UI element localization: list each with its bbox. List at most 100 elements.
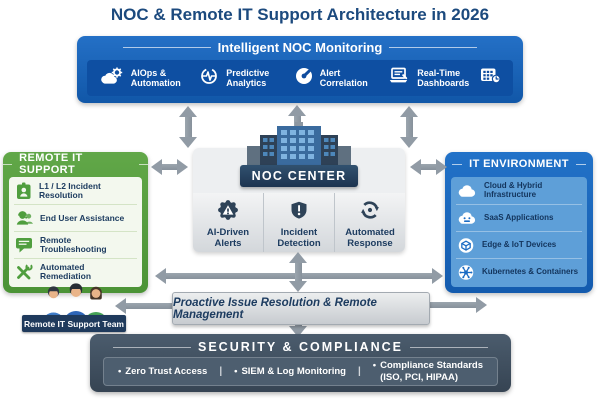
arrow-banner-to-team — [115, 298, 173, 314]
security-item-sublabel: (ISO, PCI, HIPAA) — [380, 371, 459, 383]
arrow-head-left — [151, 159, 162, 175]
bullet: • — [372, 359, 377, 371]
monitoring-item-label: Predictive Analytics — [226, 67, 270, 88]
sync-icon — [358, 200, 382, 225]
proactive-banner: Proactive Issue Resolution & Remote Mana… — [172, 292, 430, 325]
pulse-gauge-icon — [198, 67, 220, 90]
shield-alert-icon — [288, 200, 310, 225]
arrow-head-left — [155, 268, 166, 284]
it-environment-box: IT ENVIRONMENT Cloud & Hybrid Infrastruc… — [445, 152, 593, 293]
monitoring-item-label: AIOps & Automation — [130, 67, 181, 88]
arrow-shaft — [405, 117, 413, 137]
noc-monitoring-panel: AIOps & Automation Predictive Analytics … — [87, 60, 513, 96]
support-item-label: L1 / L2 Incident Resolution — [39, 180, 101, 200]
arrow-head-right — [476, 297, 487, 313]
noc-function-label: AI-Driven Alerts — [206, 227, 250, 249]
support-item-label: Automated Remediation — [40, 262, 92, 281]
support-item: L1 / L2 Incident Resolution — [14, 177, 137, 204]
remote-it-support-header: REMOTE IT SUPPORT — [3, 152, 149, 176]
noc-function: Automated Response — [334, 193, 405, 252]
noc-center-title: NOC CENTER — [251, 169, 347, 183]
arrow-head-up — [179, 106, 197, 117]
iot-cube-icon — [456, 236, 476, 255]
environment-item-label: Kubernetes & Containers — [482, 266, 579, 276]
header-line — [409, 346, 488, 348]
arrow-shaft — [162, 164, 177, 170]
environment-item: Cloud & Hybrid Infrastructure — [456, 177, 582, 204]
support-item: Remote Troubleshooting — [14, 231, 137, 258]
arrow-head-down — [289, 326, 307, 337]
security-item-label: Zero Trust Access — [125, 366, 208, 377]
security-item-label: SIEM & Log Monitoring — [241, 366, 346, 377]
header-line — [389, 47, 478, 48]
arrow-head-up — [289, 252, 307, 263]
security-header: SECURITY & COMPLIANCE — [90, 336, 511, 358]
arrow-support-to-center — [151, 159, 188, 175]
it-environment-title: IT ENVIRONMENT — [469, 158, 569, 170]
support-item: End User Assistance — [14, 204, 137, 231]
arrow-head-down — [289, 281, 307, 292]
proactive-banner-label: Proactive Issue Resolution & Remote Mana… — [173, 296, 377, 321]
security-item: • Zero Trust Access — [118, 366, 207, 377]
noc-monitoring-header: Intelligent NOC Monitoring — [77, 36, 523, 59]
header-line — [138, 163, 149, 165]
arrow-head-up — [288, 105, 306, 116]
arrow-head-down — [400, 137, 418, 148]
support-item-label: End User Assistance — [40, 212, 125, 223]
noc-function: AI-Driven Alerts — [193, 193, 263, 252]
environment-item-label: SaaS Applications — [484, 212, 554, 222]
security-item: • Compliance Standards (ISO, PCI, HIPAA) — [373, 360, 483, 384]
noc-monitoring-title: Intelligent NOC Monitoring — [217, 40, 383, 55]
environment-item-label: Cloud & Hybrid Infrastructure — [484, 181, 543, 199]
remote-it-support-title: REMOTE IT SUPPORT — [19, 152, 83, 176]
monitoring-item: Predictive Analytics — [198, 67, 282, 90]
laptop-icon — [387, 67, 411, 89]
security-panel: • Zero Trust Access | • SIEM & Log Monit… — [103, 357, 498, 386]
arrow-head-right — [177, 159, 188, 175]
noc-center-functions: AI-Driven Alerts Incident Detection Auto… — [193, 193, 405, 252]
monitoring-item: Alert Correlation — [294, 67, 376, 90]
arrow-shaft — [294, 263, 302, 281]
security-item: • SIEM & Log Monitoring — [234, 366, 346, 377]
kubernetes-icon — [456, 263, 476, 282]
buildings-icon — [247, 122, 351, 173]
noc-center-banner: NOC CENTER — [240, 165, 358, 187]
arrow-banner-to-environment — [429, 297, 487, 313]
it-environment-header: IT ENVIRONMENT — [445, 152, 593, 176]
remote-it-support-box: REMOTE IT SUPPORT L1 / L2 Incident Resol… — [3, 152, 149, 293]
header-line — [452, 163, 463, 165]
arrow-monitoring-left-vertical — [179, 106, 197, 148]
noc-function-label: Incident Detection — [277, 227, 321, 249]
header-line — [575, 163, 586, 165]
environment-item: SaaS Applications — [456, 204, 582, 231]
environment-item: Edge & IoT Devices — [456, 231, 582, 258]
id-badge-icon — [14, 182, 33, 200]
security-title: SECURITY & COMPLIANCE — [198, 340, 403, 354]
arrow-shaft — [184, 117, 192, 137]
environment-item-label: Edge & IoT Devices — [482, 239, 557, 249]
monitoring-item: AIOps & Automation — [99, 67, 187, 90]
arrow-shaft — [294, 324, 302, 326]
noc-monitoring-box: Intelligent NOC Monitoring AIOps & Autom… — [77, 36, 523, 103]
arrow-head-right — [436, 159, 447, 175]
team-label-text: Remote IT Support Team — [24, 318, 124, 329]
arrow-head-left — [115, 298, 126, 314]
separator: | — [357, 366, 361, 377]
headset-user-icon — [14, 209, 34, 227]
arrow-head-left — [410, 159, 421, 175]
security-compliance-box: SECURITY & COMPLIANCE • Zero Trust Acces… — [90, 334, 511, 392]
arrow-head-up — [400, 106, 418, 117]
header-line — [3, 163, 13, 165]
dashboard-clock-icon — [479, 67, 501, 89]
arrow-center-to-environment — [410, 159, 447, 175]
saas-cloud-icon — [456, 210, 478, 226]
arrow-shaft — [126, 303, 173, 309]
separator: | — [219, 366, 223, 377]
noc-center-panel: NOC CENTER AI-Driven Alerts Incident Det… — [193, 122, 405, 252]
team-label: Remote IT Support Team — [22, 315, 126, 332]
monitoring-item: Real-Time Dashboards — [387, 67, 501, 89]
arrow-center-up — [288, 105, 306, 127]
chat-bubble-icon — [14, 236, 34, 254]
cloud-gear-icon — [99, 67, 125, 90]
